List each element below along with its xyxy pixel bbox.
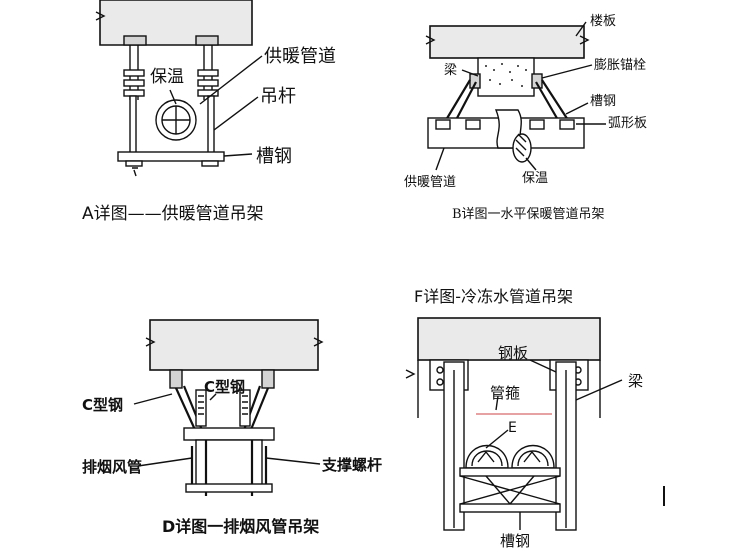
- panel-d-anchor-left: [169, 369, 183, 389]
- panel-d-label-c-steel-center: C型钢: [204, 378, 245, 396]
- panel-a-hanger-rod-left: [129, 95, 137, 157]
- panel-d-anchor-right: [261, 369, 275, 389]
- panel-a-anchor-plate-left: [123, 35, 147, 46]
- panel-a-heating-pipe-hanger: 供暖管道 保温 吊杆 槽钢 A详图——供暖管道吊架: [82, 0, 336, 224]
- panel-f-label-e-mark: E: [508, 420, 517, 436]
- panel-b-floor-slab: [429, 25, 585, 59]
- panel-b-label-heating-pipe: 供暖管道: [404, 175, 456, 190]
- panel-a-label-hanger-rod: 吊杆: [260, 86, 296, 107]
- panel-f-label-channel-steel: 槽钢: [500, 532, 530, 550]
- panel-f-concrete-slab: [417, 317, 601, 361]
- panel-b-label-channel-steel: 槽钢: [590, 94, 616, 109]
- panel-a-break-mark: [95, 11, 106, 21]
- panel-a-channel-steel: [117, 151, 225, 162]
- panel-d-label-smoke-duct: 排烟风管: [82, 458, 142, 476]
- panel-b-label-beam: 梁: [444, 63, 457, 78]
- panel-a-label-insulation: 保温: [150, 67, 184, 87]
- panel-f-label-steel-plate: 钢板: [498, 344, 528, 362]
- panel-a-concrete-slab: [99, 0, 253, 46]
- panel-b-horizontal-insulated-pipe-hanger: 楼板 梁 膨胀锚栓 槽钢 弧形板 供暖管道 保温 B详图一水平保暖管道吊架: [404, 14, 647, 222]
- panel-a-label-heating-pipe: 供暖管道: [264, 46, 336, 67]
- panel-b-brace-right: [535, 79, 569, 121]
- panel-b-brace-left: [445, 79, 477, 121]
- panel-d-label-c-steel-left: C型钢: [82, 396, 123, 414]
- panel-a-leader-channel: [223, 153, 253, 157]
- panel-f-pipe-right: [511, 444, 555, 469]
- panel-b-label-floor-slab: 楼板: [590, 14, 616, 29]
- panel-b-label-insulation: 保温: [522, 171, 548, 186]
- panel-d-cross-plate: [183, 427, 275, 441]
- panel-d-concrete-slab: [149, 319, 319, 371]
- panel-b-beam: [477, 57, 535, 97]
- panel-f-caption: F详图-冷冻水管道吊架: [414, 287, 573, 306]
- panel-b-label-expansion-bolt: 膨胀锚栓: [594, 58, 646, 73]
- panel-a-label-channel-steel: 槽钢: [256, 146, 292, 167]
- panel-f-label-pipe-clamp: 管箍: [490, 384, 520, 402]
- panel-f-bottom-channel: [459, 503, 561, 513]
- panel-b-caption: B详图一水平保暖管道吊架: [452, 207, 605, 222]
- panel-a-leader-insulation: [169, 89, 177, 105]
- panel-d-bottom-channel: [185, 483, 273, 493]
- panel-d-smoke-duct-hanger: C型钢 C型钢 排烟风管 支撑螺杆 D详图一排烟风管吊架: [82, 319, 382, 536]
- panel-a-anchor-plate-right: [195, 35, 219, 46]
- panel-f-pipe-left: [465, 444, 509, 469]
- panel-f-label-beam: 梁: [628, 372, 643, 390]
- panel-f-chilled-water-pipe-hanger: F详图-冷冻水管道吊架 钢板 梁: [405, 287, 643, 550]
- panel-a-anchor-left: [123, 45, 145, 100]
- panel-a-hanger-rod-right: [207, 95, 215, 157]
- panel-d-label-support-screw: 支撑螺杆: [321, 456, 382, 474]
- panel-a-caption: A详图——供暖管道吊架: [82, 204, 264, 224]
- panel-a-leader-pipe: [199, 55, 263, 105]
- panel-b-label-arc-plate: 弧形板: [608, 116, 647, 131]
- panel-d-caption: D详图一排烟风管吊架: [162, 517, 319, 536]
- panel-f-pipe-clamp-rail: [459, 467, 561, 477]
- panel-a-leader-rod: [213, 96, 259, 131]
